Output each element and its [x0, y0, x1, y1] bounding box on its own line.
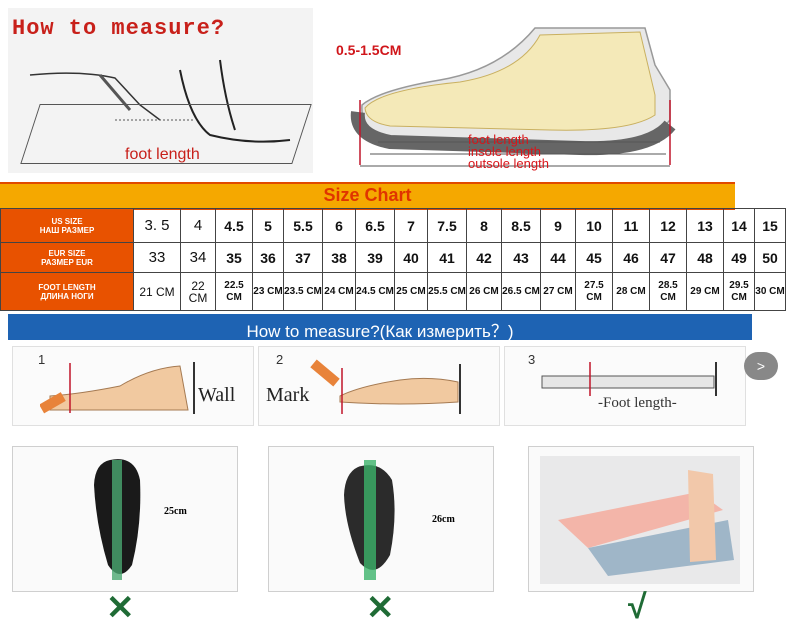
table-cell: 7 [394, 208, 428, 243]
table-cell: 37 [283, 242, 323, 273]
table-cell: 24.5 CM [355, 272, 395, 311]
foot-measuring-device-drawing [558, 470, 734, 576]
toe-gap-range: 0.5-1.5CM [336, 42, 402, 58]
table-cell: 13 [686, 208, 724, 243]
table-cell: 8 [466, 208, 502, 243]
foot-mark-drawing [310, 359, 461, 414]
shoe-cross-section [350, 27, 676, 167]
table-cell: 23 CM [252, 272, 284, 311]
table-cell: 35 [215, 242, 253, 273]
measure-banner [8, 314, 752, 340]
table-cell: 5.5 [283, 208, 323, 243]
ruler-drawing [541, 362, 717, 396]
step-number-3: 3 [528, 352, 536, 367]
table-cell: 28 CM [612, 272, 650, 311]
step-number-2: 2 [276, 352, 284, 367]
table-cell: 42 [466, 242, 502, 273]
table-cell: 14 [723, 208, 755, 243]
table-cell: 29.5 CM [723, 272, 755, 311]
table-cell: 49 [723, 242, 755, 273]
table-cell: 27 CM [540, 272, 576, 311]
table-cell: 24 CM [322, 272, 356, 311]
table-cell: 9 [540, 208, 576, 243]
incorrect-mark-icon: ✕ [106, 589, 135, 627]
shoe-length-labels: foot length insole length outsole length [468, 132, 549, 171]
mark-label: Mark [266, 384, 310, 406]
table-cell: 33 [133, 242, 181, 273]
table-cell: 43 [501, 242, 541, 273]
foot-at-wall-drawing [40, 362, 195, 414]
insole-length-text: insole length [468, 144, 541, 159]
table-cell: 6.5 [355, 208, 395, 243]
shoe-sole-drawing-1 [94, 459, 141, 580]
table-cell: 46 [612, 242, 650, 273]
table-cell: 3. 5 [133, 208, 181, 243]
table-cell: 5 [252, 208, 284, 243]
measure-illustration-panel [8, 8, 313, 173]
correct-check-icon: √ [628, 588, 647, 626]
table-cell: 15 [754, 208, 786, 243]
table-cell: 4 [180, 208, 216, 243]
page-title: How to measure? [12, 16, 226, 41]
foot-length-label: foot length [125, 146, 200, 163]
outsole-length-text: outsole length [468, 156, 549, 171]
table-cell: 38 [322, 242, 356, 273]
table-cell: 29 CM [686, 272, 724, 311]
table-cell: 41 [427, 242, 467, 273]
table-cell: 26.5 CM [501, 272, 541, 311]
table-cell: 26 CM [466, 272, 502, 311]
table-cell: 7.5 [427, 208, 467, 243]
incorrect-mark-icon: ✕ [366, 589, 395, 627]
table-cell: 11 [612, 208, 650, 243]
foot-length-step-label: -Foot length- [598, 395, 677, 411]
table-cell: 25.5 CM [427, 272, 467, 311]
next-arrow-button[interactable]: > [744, 352, 778, 380]
table-cell: 27.5 CM [575, 272, 613, 311]
table-cell: 45 [575, 242, 613, 273]
table-cell: 22 CM [180, 272, 216, 311]
foot-measure-drawing [29, 59, 291, 143]
sole-length-label-1: 25cm [164, 506, 187, 517]
table-cell: 6 [322, 208, 356, 243]
table-cell: 23.5 CM [283, 272, 323, 311]
table-cell: 10 [575, 208, 613, 243]
table-cell: 34 [180, 242, 216, 273]
step-number-1: 1 [38, 352, 46, 367]
wall-label: Wall [198, 384, 236, 406]
table-cell: 39 [355, 242, 395, 273]
foot-length-text: foot length [468, 132, 529, 147]
sole-length-label-2: 26cm [432, 514, 455, 525]
table-cell: 50 [754, 242, 786, 273]
table-cell: 25 CM [394, 272, 428, 311]
table-cell: 36 [252, 242, 284, 273]
table-cell: 28.5 CM [649, 272, 687, 311]
table-cell: 44 [540, 242, 576, 273]
table-cell: 48 [686, 242, 724, 273]
table-cell: 21 CM [133, 272, 181, 311]
table-cell: 30 CM [754, 272, 786, 311]
measure-banner-title: How to measure?(Как измерить？) [246, 322, 514, 341]
shoe-sole-drawing-2 [344, 460, 395, 580]
size-chart-title: Size Chart [323, 185, 412, 205]
table-cell: 47 [649, 242, 687, 273]
table-cell: 8.5 [501, 208, 541, 243]
table-cell: 4.5 [215, 208, 253, 243]
table-cell: 12 [649, 208, 687, 243]
table-cell: 40 [394, 242, 428, 273]
table-cell: 22.5 CM [215, 272, 253, 311]
